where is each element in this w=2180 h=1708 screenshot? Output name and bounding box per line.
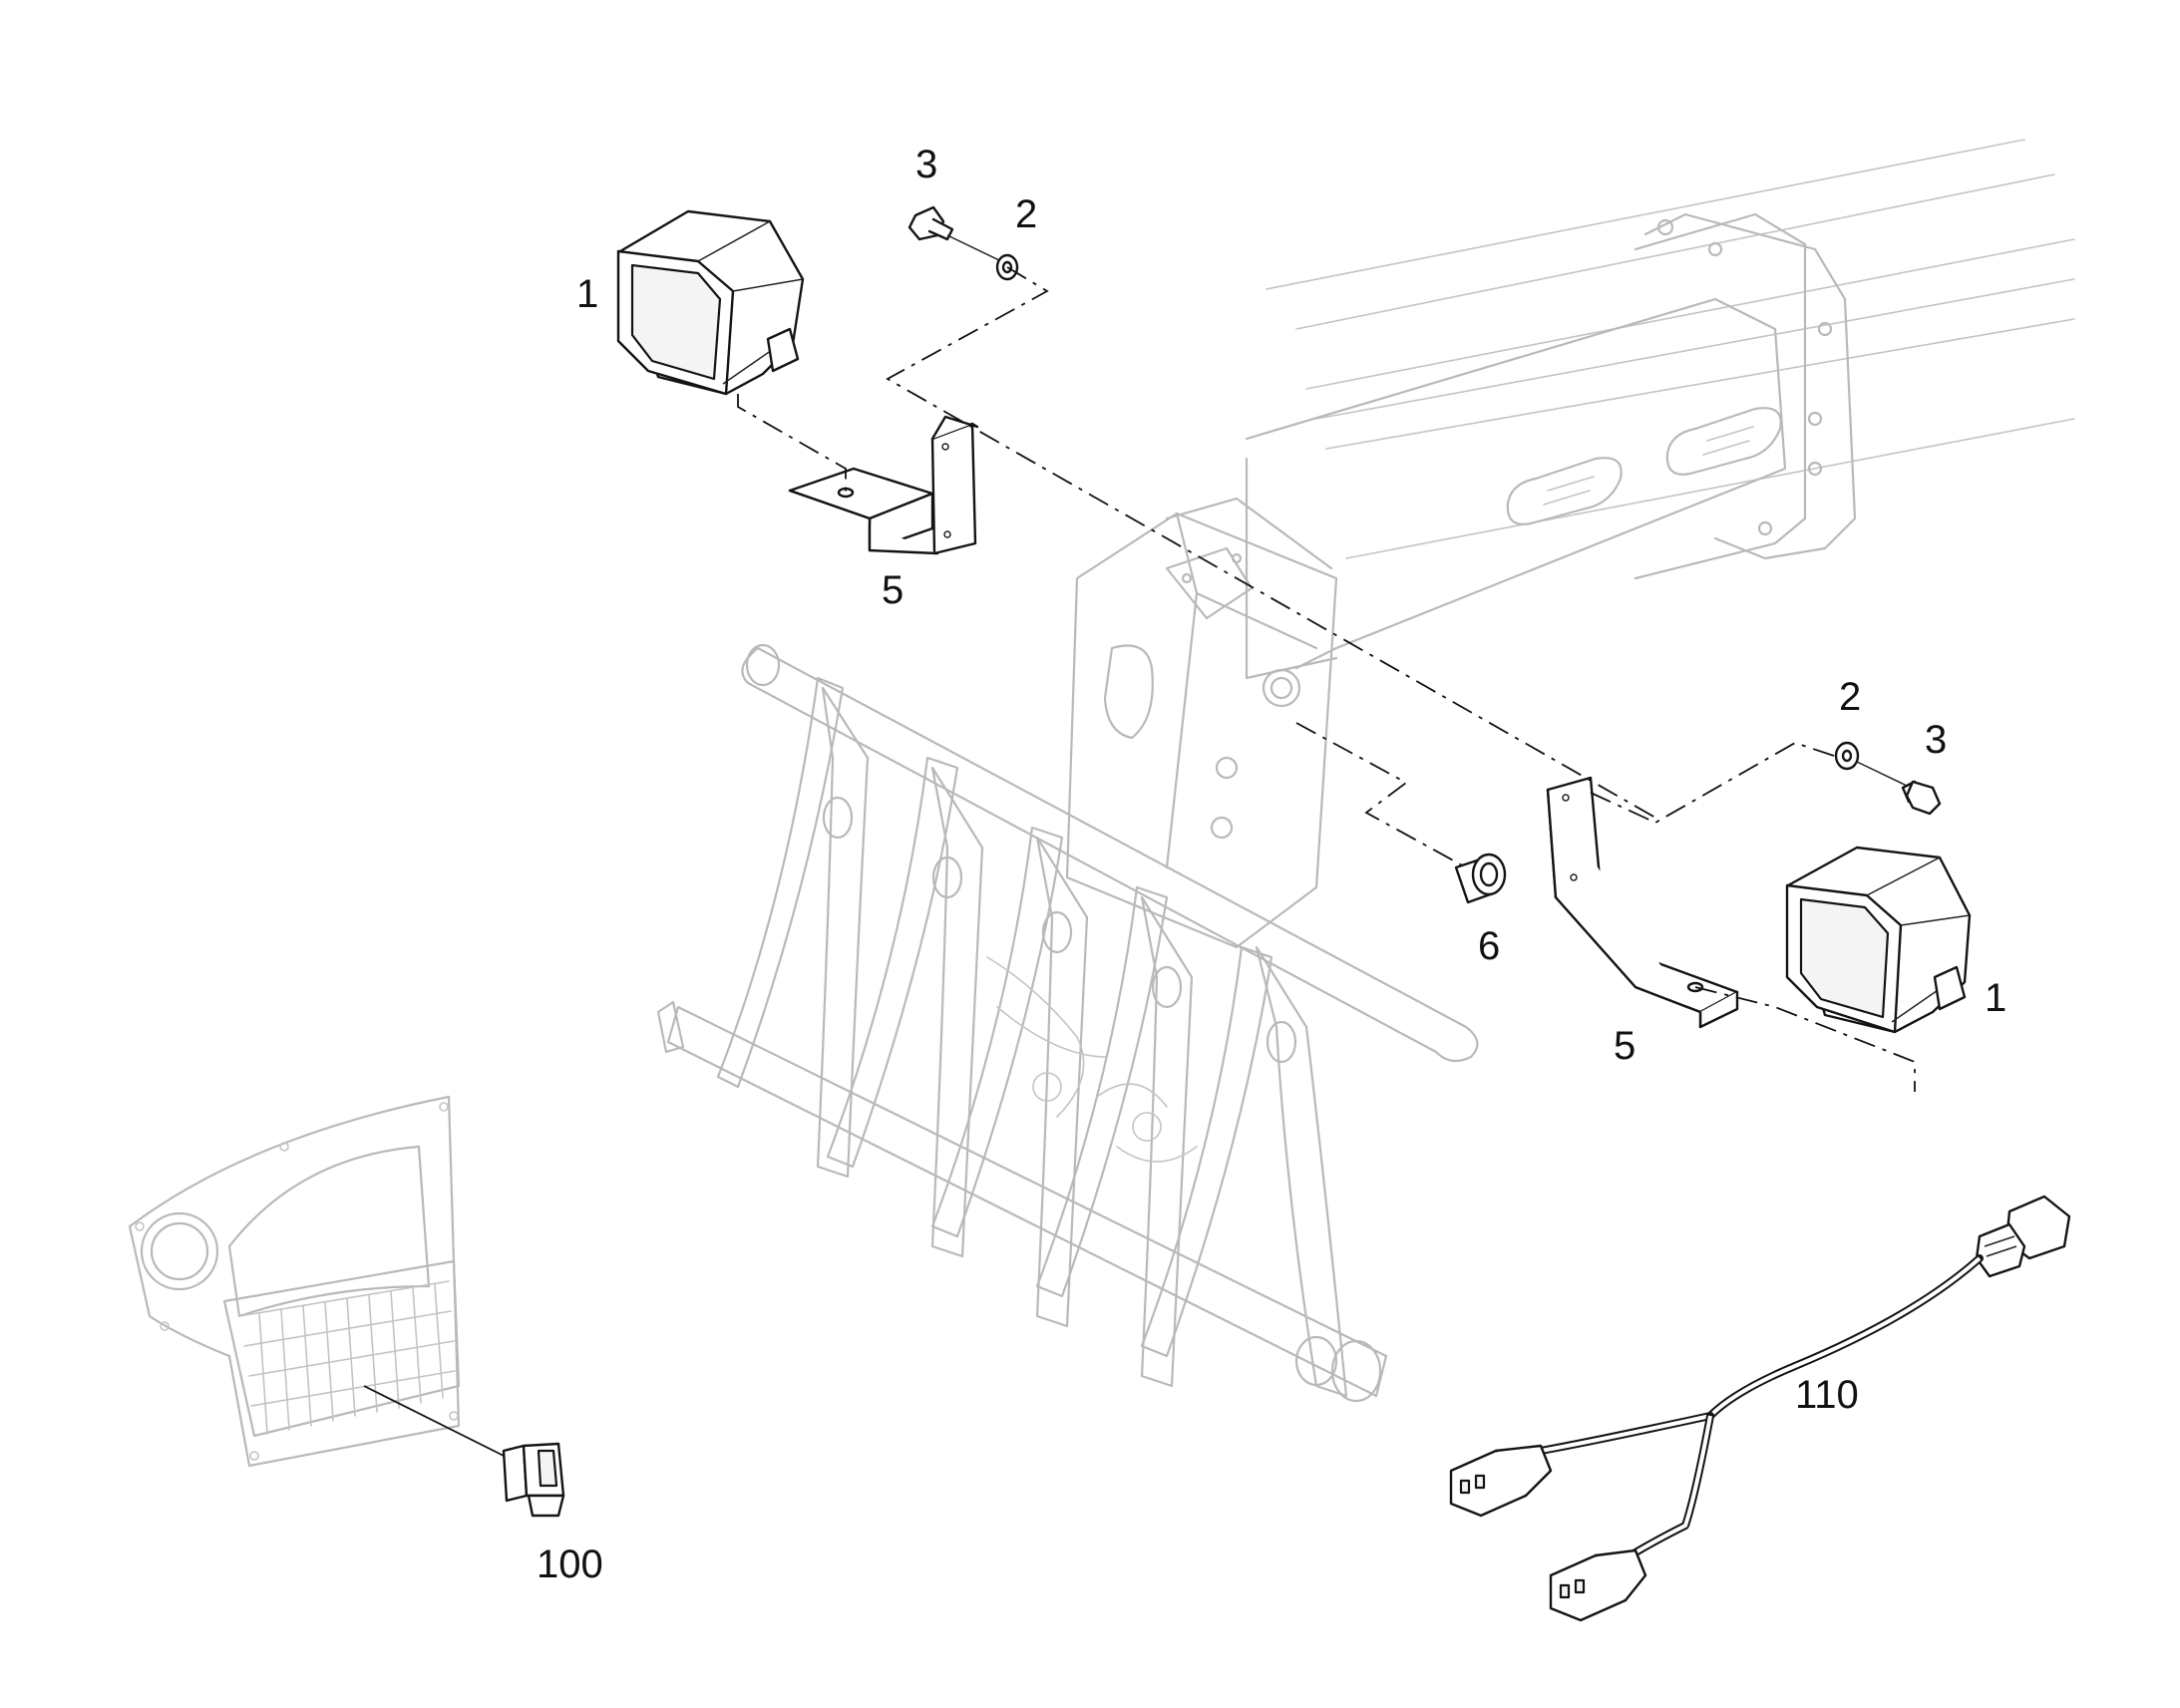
callout-bolt-left: 3 (915, 143, 937, 186)
callout-lamp-right: 1 (1985, 976, 2006, 1020)
mounting-bracket-left (788, 415, 979, 555)
callout-washer-left: 2 (1015, 192, 1037, 236)
bolt-left-icon (908, 205, 1002, 262)
work-lamp-left (616, 209, 805, 396)
washer-right-icon (1834, 741, 1860, 771)
work-lamp-right (1785, 846, 1972, 1034)
callout-bolt-right: 3 (1925, 718, 1947, 762)
wiring-harness-icon (1449, 1195, 2071, 1622)
boom-assembly-icon (656, 139, 2075, 1403)
plug-icon (1454, 853, 1507, 904)
callout-lamp-left: 1 (576, 272, 598, 316)
callout-washer-right: 2 (1839, 675, 1861, 719)
rocker-switch-icon (502, 1442, 565, 1518)
callout-switch: 100 (537, 1542, 603, 1586)
callout-bracket-left: 5 (882, 568, 904, 612)
callout-bracket-right: 5 (1614, 1024, 1635, 1068)
dashboard-panel-icon (128, 1095, 461, 1468)
mounting-bracket-right (1546, 776, 1739, 1029)
callout-plug: 6 (1478, 924, 1500, 968)
callout-harness: 110 (1795, 1373, 1859, 1417)
leader-lines (363, 266, 1916, 1457)
bolt-right-icon (1856, 761, 1942, 816)
